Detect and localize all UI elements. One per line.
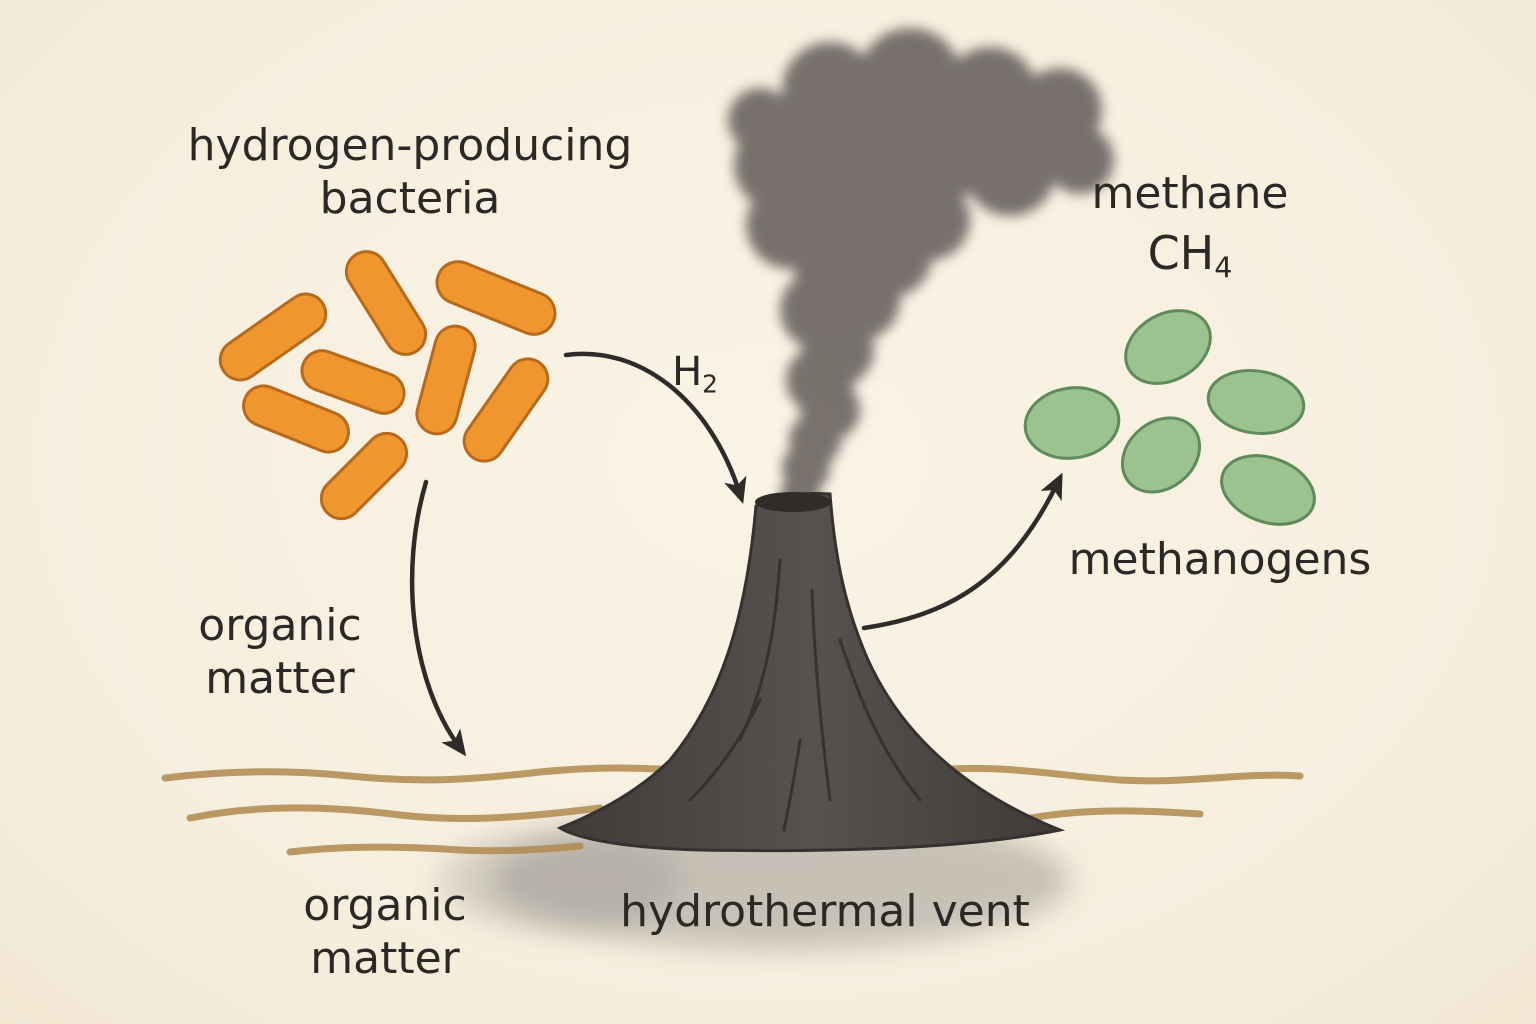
bacterium	[242, 384, 350, 454]
hydrogen-producing-bacteria	[218, 250, 557, 521]
flow-arrows	[409, 351, 1063, 757]
bacterium	[344, 250, 428, 356]
bacterium	[319, 431, 409, 521]
label-line: matter	[310, 932, 460, 984]
label-line: bacteria	[319, 172, 501, 224]
smoke-plume	[728, 28, 1114, 515]
methanogen	[1120, 416, 1202, 494]
formula-base: H	[672, 349, 703, 395]
sediment-layers	[161, 764, 1304, 856]
vent-opening	[755, 492, 831, 512]
label-hydrothermal-vent: hydrothermal vent	[620, 886, 1030, 937]
label-line: organic	[198, 600, 362, 651]
label-organic-matter-arrow: organic matter	[160, 600, 400, 706]
label-line: hydrogen-producing	[187, 120, 633, 171]
label-methane: methane	[1091, 168, 1289, 219]
sediment-line-2	[186, 804, 604, 823]
vent-body	[556, 492, 1066, 853]
methanogen	[1124, 309, 1212, 385]
formula-subscript: 4	[1214, 251, 1233, 285]
bacterium	[218, 292, 328, 382]
sediment-line-3	[286, 842, 584, 856]
methanogen	[1023, 386, 1121, 460]
methanogen	[1220, 454, 1316, 526]
sediment-line-5	[1016, 807, 1204, 824]
label-organic-matter-sediment: organic matter	[260, 880, 510, 986]
label-h2-formula: H2	[650, 348, 740, 399]
arrow-vent-to-methanogens	[861, 472, 1063, 631]
label-hydrogen-producing-bacteria: hydrogen-producing bacteria	[160, 120, 660, 226]
bacterium	[462, 357, 550, 463]
methanogens-cluster	[1023, 309, 1316, 526]
vent-texture	[688, 558, 922, 832]
label-line: matter	[205, 652, 355, 704]
sediment-line-4	[936, 764, 1304, 785]
methanogen	[1206, 369, 1306, 435]
label-methanogens: methanogens	[1068, 534, 1372, 585]
label-line: organic	[303, 880, 467, 931]
hydrothermal-vent	[556, 492, 1066, 853]
bacterium	[435, 260, 557, 336]
bacterium	[415, 324, 477, 436]
formula-subscript: 2	[702, 369, 718, 399]
formula-base: CH	[1147, 226, 1215, 280]
arrow-organic-matter-down	[409, 479, 467, 757]
bacterium	[300, 349, 406, 415]
sediment-line-1	[161, 764, 684, 784]
label-ch4-formula: CH4	[1080, 226, 1300, 286]
arrow-h2-to-vent	[563, 351, 747, 504]
